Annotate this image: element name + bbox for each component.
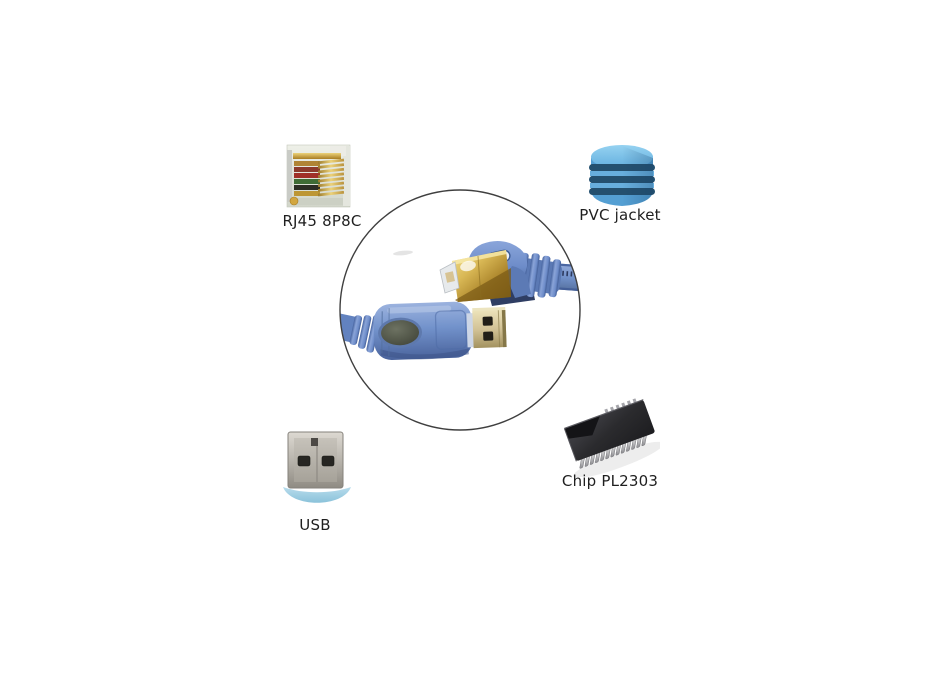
photo-smudge — [393, 250, 413, 256]
chip-label: Chip PL2303 — [561, 472, 659, 490]
pl2303-chip-photo — [556, 393, 660, 477]
rj45-end — [439, 241, 580, 306]
pvc-jacket-label: PVC jacket — [579, 206, 661, 224]
zoom-circle — [339, 189, 581, 431]
usb-end — [340, 301, 507, 361]
rj45-connector-photo — [286, 144, 352, 210]
pvc-jacket-photo — [586, 140, 658, 210]
usb-label: USB — [299, 516, 331, 534]
rj45-label: RJ45 8P8C — [282, 212, 362, 230]
usb-plug-photo — [281, 429, 353, 513]
